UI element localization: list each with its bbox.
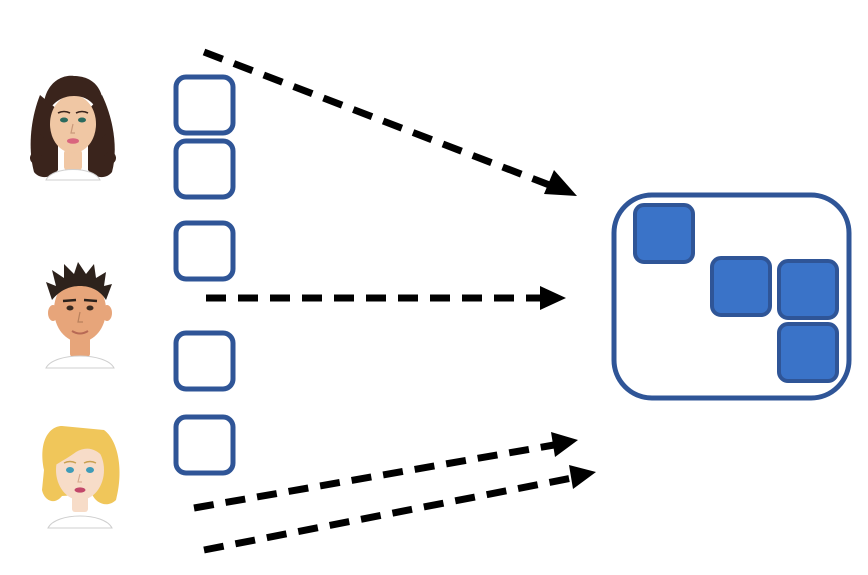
- user1-curl: [32, 134, 44, 146]
- user3-shirt: [47, 515, 113, 529]
- user1-brow-left: [57, 110, 71, 114]
- arrows: [193, 48, 596, 554]
- user1-curl: [30, 152, 42, 164]
- arrow-user3a-to-collection: [193, 432, 578, 512]
- arrow-user3b-to-collection: [203, 465, 596, 554]
- user1-shirt: [45, 169, 101, 181]
- collected-block-2: [710, 256, 772, 317]
- user3-eye-left: [66, 467, 74, 473]
- user1-neck: [64, 150, 82, 170]
- user2-brow-left: [62, 298, 77, 303]
- user2-eye-right: [86, 305, 94, 311]
- user3-nose: [77, 473, 82, 483]
- aggregated-collection: [611, 192, 852, 401]
- arrow-user2-to-collection: [206, 286, 566, 310]
- user2-hair: [46, 262, 112, 300]
- user2-face: [54, 278, 106, 342]
- collected-block-1: [633, 203, 695, 264]
- user1-hair-top: [43, 75, 104, 120]
- user1-eye-left: [60, 117, 68, 123]
- user-spiky-dark-hair: [45, 262, 115, 369]
- collected-block-4: [777, 322, 839, 383]
- user3-brow-right: [83, 460, 97, 464]
- item-box-1: [173, 74, 236, 136]
- item-box-column: [173, 74, 236, 476]
- user1-brow-right: [75, 110, 89, 114]
- item-box-5: [173, 414, 236, 476]
- item-box-2: [173, 138, 236, 200]
- user2-eye-left: [66, 305, 74, 311]
- user1-curl: [104, 152, 116, 164]
- user3-lips: [74, 487, 86, 493]
- user2-mouth: [71, 330, 89, 335]
- user1-eye-right: [78, 117, 86, 123]
- user3-eye-right: [86, 467, 94, 473]
- user2-nose: [77, 311, 83, 323]
- user1-curl: [102, 134, 114, 146]
- item-box-3: [173, 220, 236, 282]
- item-box-4: [173, 330, 236, 392]
- user3-hair-fringe: [53, 431, 105, 466]
- user3-brow-left: [63, 460, 77, 464]
- user-curly-brown-hair: [30, 75, 116, 181]
- user1-nose: [70, 123, 75, 134]
- user2-shirt: [45, 355, 115, 369]
- user1-lips: [67, 138, 79, 144]
- user-blonde-hair: [42, 426, 120, 529]
- arrow-user1-to-collection: [202, 48, 577, 196]
- collected-block-3: [777, 259, 839, 320]
- user2-brow-right: [83, 298, 98, 303]
